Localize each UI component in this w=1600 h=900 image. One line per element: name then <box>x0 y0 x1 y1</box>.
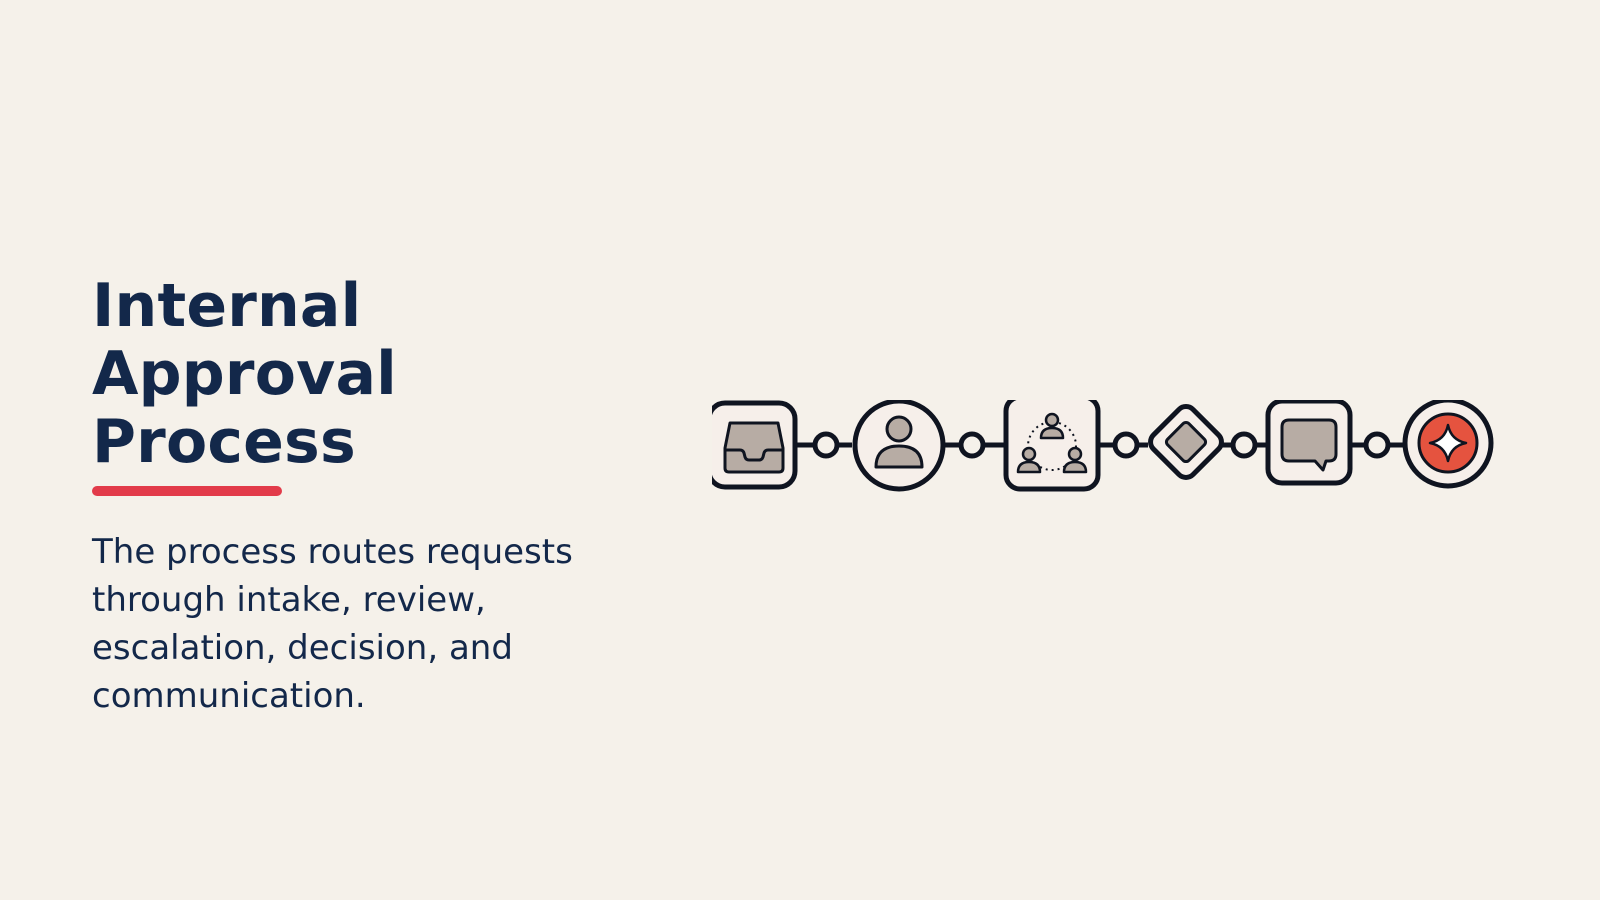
user-icon <box>874 415 924 469</box>
step-final <box>1402 400 1494 489</box>
title-line-1: Internal Approval <box>92 271 397 409</box>
process-diagram-svg <box>712 400 1494 492</box>
connector-1 <box>796 431 852 459</box>
title-underline <box>92 486 282 496</box>
connector-4 <box>1222 431 1268 459</box>
slide-description: The process routes requests through inta… <box>92 532 573 716</box>
decision-diamond-icon <box>1164 420 1208 464</box>
slide-title: Internal Approval Process <box>92 272 652 476</box>
speech-bubble-icon <box>1280 418 1338 472</box>
inbox-tray-icon <box>723 421 785 474</box>
connector-3 <box>1098 431 1148 459</box>
step-communication <box>1265 400 1353 486</box>
title-line-2: Process <box>92 407 356 477</box>
connector-2 <box>942 431 1004 459</box>
sparkle-icon <box>1428 423 1468 463</box>
team-cycle-icon <box>1016 412 1088 474</box>
text-block: Internal Approval Process The process ro… <box>92 272 652 720</box>
connector-5 <box>1350 431 1404 459</box>
process-diagram <box>712 400 1532 500</box>
step-review <box>852 400 946 492</box>
step-escalation <box>1003 400 1101 492</box>
step-decision <box>1148 404 1224 480</box>
step-intake <box>712 400 798 490</box>
connectors <box>796 431 1404 459</box>
